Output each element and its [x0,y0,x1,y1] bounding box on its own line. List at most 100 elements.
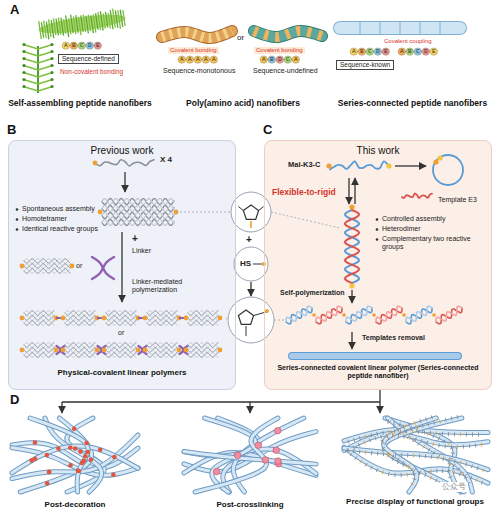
linker-molecule [57,346,65,354]
or-word: or [118,329,124,337]
fiber-body [12,435,138,479]
functional-group [464,477,468,479]
peptide-end [22,78,25,81]
or-word: or [76,262,82,270]
fiber-body [184,451,316,464]
peptide-strand [25,73,38,77]
reactive-group [136,348,141,353]
peptide-strand [98,12,99,21]
functional-group [466,463,467,467]
functional-group [381,442,385,444]
functional-group [347,448,348,452]
helix-strand [65,316,95,320]
functional-group [395,453,396,457]
helix-strand [24,259,70,263]
functional-group [481,443,483,447]
functional-group [407,435,409,438]
reactive-group [376,238,379,241]
functional-group [388,421,391,424]
fiber-outline [344,448,488,470]
functional-group [399,423,400,427]
functional-group [451,416,453,420]
linker-bond [250,221,252,228]
reactive-group [386,163,391,168]
peptide-strand [69,18,70,25]
peptide-strand [87,23,88,33]
helix-strand [376,306,402,322]
flow-arrow [395,165,426,166]
functional-group [408,423,409,427]
network-caption: Precise display of functional groups [336,497,494,507]
nanofiber-caption: Self-assembling peptide nanofibers [5,98,155,108]
helix-strand [188,348,218,352]
reactive-group [84,441,89,446]
helix-strand [102,199,174,205]
fiber-outline [340,21,460,35]
functional-group [360,460,362,463]
peptide-end [50,43,53,46]
peptide-strand [41,22,42,29]
functional-group [409,436,411,440]
functional-group [383,452,384,456]
functional-group [421,439,422,443]
functional-group [407,453,408,457]
functional-group [438,454,440,457]
helix-strand [147,348,177,352]
helix-strand [102,199,174,205]
functional-group [433,421,435,425]
reactive-group [45,481,50,486]
functional-group [451,452,455,454]
reactive-group [47,470,52,475]
carbonyl-bond [259,207,264,211]
functional-group [430,476,432,480]
helix-strand [106,353,136,357]
functional-group [393,434,395,438]
peptide-strand [119,19,120,29]
functional-group [401,453,402,457]
peptide-strand [97,22,98,30]
functional-group [402,432,404,435]
peptide-strand [58,18,59,28]
functional-group [412,430,413,434]
functional-group [407,464,409,467]
helix-strand [24,353,54,357]
bead-letters: ABCDE [64,42,104,49]
functional-group [364,441,366,445]
helix-strand [24,348,54,352]
peptide-strand [38,87,51,91]
reactive-group [16,208,19,211]
linker-molecule [92,257,114,279]
peptide-strand [65,26,66,33]
helix-strand [188,321,218,325]
reagent-label: Linker [132,247,151,255]
step-label: Linker-mediated polymerization [132,278,227,295]
flow-arrow [250,282,251,296]
helix-strand [188,311,218,315]
functional-group [463,445,464,449]
peptide-end [50,57,53,60]
helix-strand [106,316,136,320]
peptide-strand [109,20,110,29]
reactive-group [433,159,438,164]
helix-strand [376,308,402,324]
reactive-group [177,348,182,353]
zoom-leader [274,320,286,321]
functional-group [442,469,443,473]
functional-group [450,458,454,459]
peptide-strand [110,10,111,20]
peptide-name: Template E3 [438,196,477,204]
fiber-outline [292,352,458,360]
helix-strand [102,206,174,212]
peptide-strand [64,19,65,27]
peptide-strand [50,29,51,38]
chemistry-circle [234,247,268,281]
plus-sign: + [246,234,252,246]
functional-group [460,432,461,436]
chemistry-circle [231,192,271,232]
helix-strand [65,321,95,325]
peptide-strand [39,21,40,30]
branch-bracket [62,390,380,402]
helix-strand [24,343,54,347]
functional-group [466,433,467,437]
bond-tag: Covalent bonding [168,47,219,54]
